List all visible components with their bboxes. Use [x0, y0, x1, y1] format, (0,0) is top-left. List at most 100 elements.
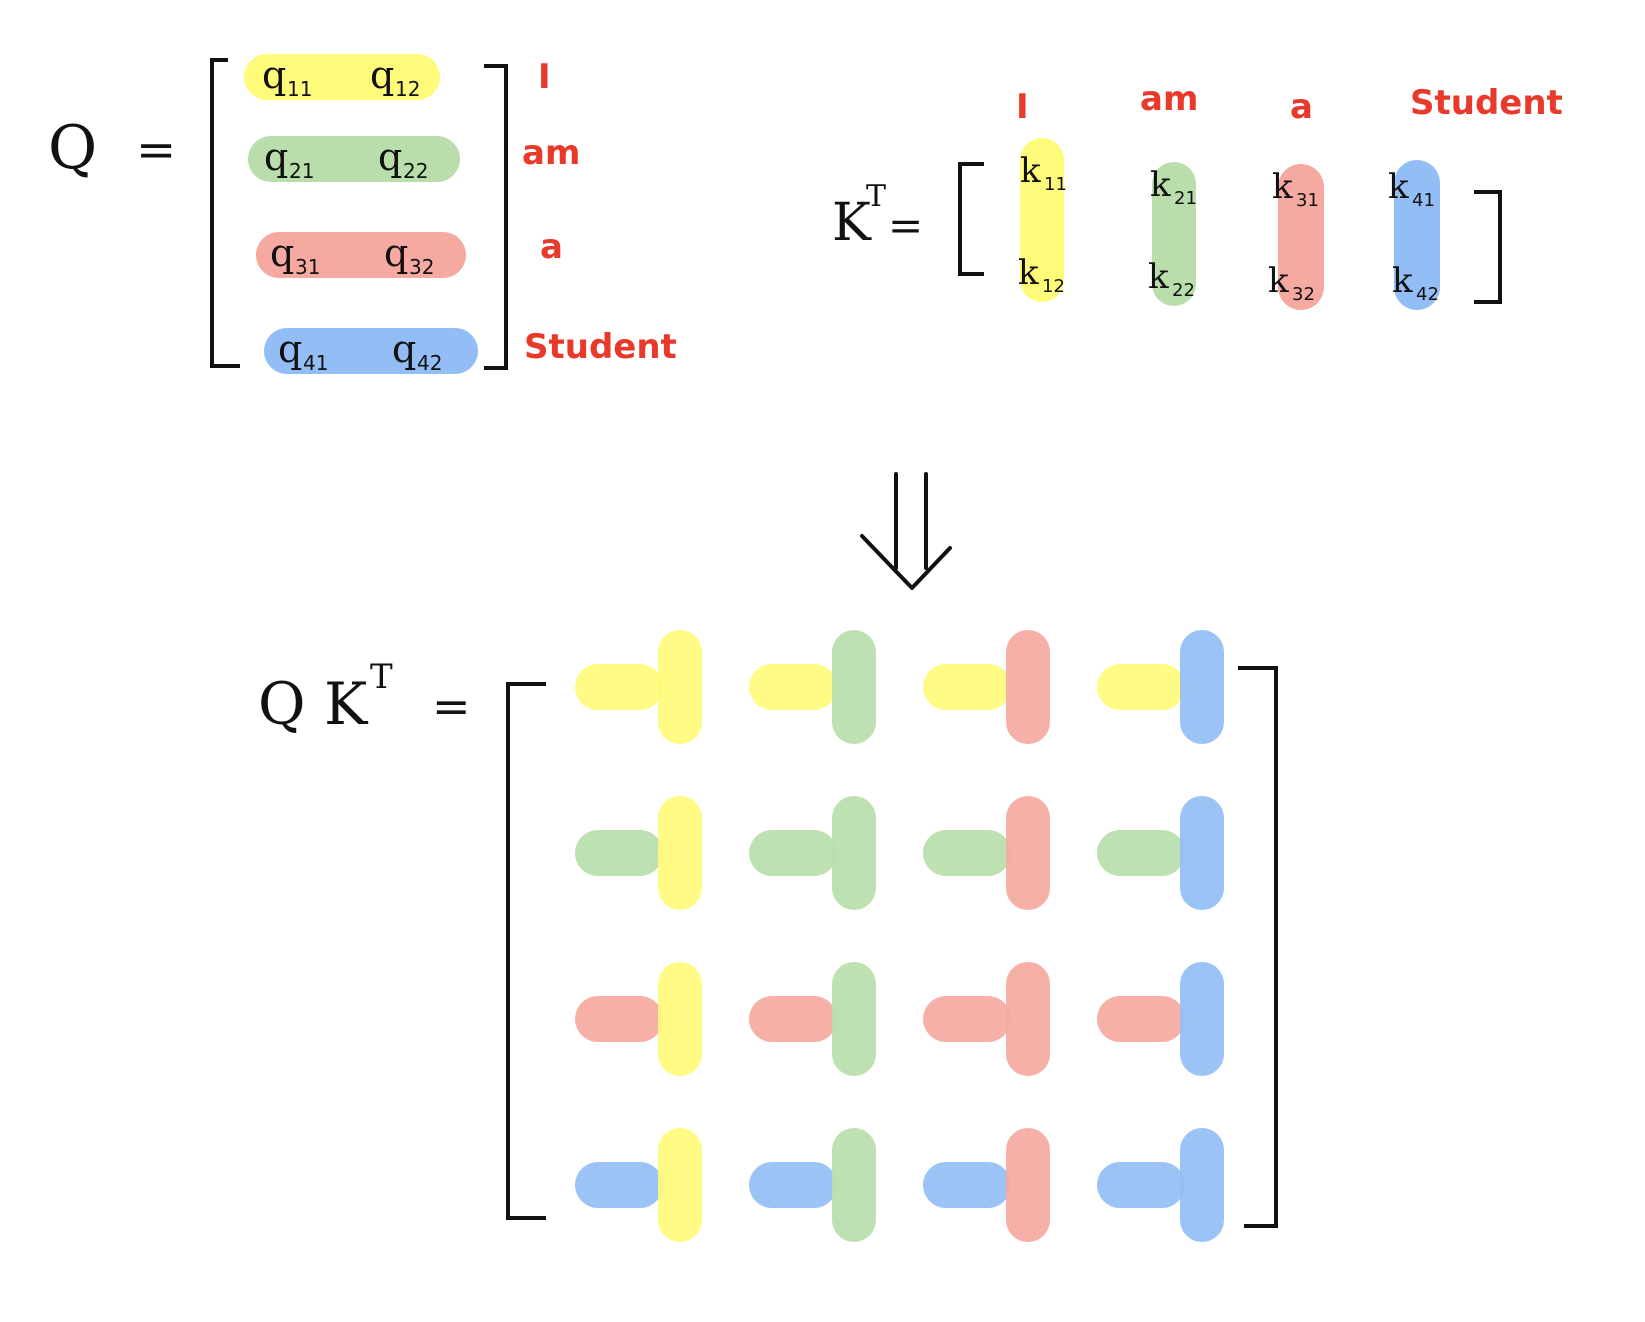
q31-base: q [270, 231, 294, 275]
kt-col-3-word: a [1290, 87, 1313, 127]
kt-superscript: T [866, 179, 886, 214]
result-symbol: Q K [258, 670, 369, 738]
result-superscript: T [370, 657, 393, 697]
k21-sub: 21 [1174, 188, 1197, 209]
result-cell-2-2 [749, 796, 876, 910]
result-cell-1-1-key-bar [658, 630, 702, 744]
k11-sub: 11 [1044, 174, 1067, 195]
kt-col-1-word: I [1016, 87, 1029, 127]
result-cell-2-1-key-bar [658, 796, 702, 910]
result-left-bracket [506, 682, 546, 1220]
result-cell-1-4-query-bar [1097, 664, 1185, 710]
q-row-2: q 21 q 22 am [248, 133, 580, 183]
result-cell-4-4-key-bar [1180, 1128, 1224, 1242]
result-cell-1-3-query-bar [923, 664, 1011, 710]
result-equals: = [432, 679, 471, 733]
q-row-4-highlight [264, 328, 478, 374]
q41-sub: 41 [303, 351, 328, 375]
k41-base: k [1388, 167, 1409, 207]
result-cell-4-4-query-bar [1097, 1162, 1185, 1208]
result-cell-4-3 [923, 1128, 1050, 1242]
result-cell-2-3 [923, 796, 1050, 910]
kt-col-2-word: am [1140, 79, 1198, 119]
result-cell-2-2-key-bar [832, 796, 876, 910]
q11-sub: 11 [287, 77, 312, 101]
result-cell-2-4-query-bar [1097, 830, 1185, 876]
result-cell-2-3-key-bar [1006, 796, 1050, 910]
q22-base: q [378, 135, 402, 179]
result-cell-4-1-key-bar [658, 1128, 702, 1242]
result-cell-3-3 [923, 962, 1050, 1076]
q22-sub: 22 [403, 159, 428, 183]
kt-col-3-highlight [1278, 164, 1324, 310]
result-cell-3-1 [575, 962, 702, 1076]
result-cell-4-2 [749, 1128, 876, 1242]
k31-sub: 31 [1296, 190, 1319, 211]
result-cell-4-1-query-bar [575, 1162, 663, 1208]
result-cell-3-4 [1097, 962, 1224, 1076]
k12-base: k [1018, 253, 1039, 293]
q-row-4-word: Student [524, 327, 677, 367]
q-row-1-highlight [244, 54, 440, 100]
k31-base: k [1272, 167, 1293, 207]
q42-base: q [392, 327, 416, 371]
result-cells [575, 630, 1224, 1242]
q-row-1: q 11 q 12 I [244, 53, 551, 101]
result-matrix: Q K T = [258, 630, 1278, 1242]
k41-sub: 41 [1412, 190, 1435, 211]
result-cell-4-3-key-bar [1006, 1128, 1050, 1242]
kt-symbol: K [832, 193, 872, 253]
result-cell-3-3-query-bar [923, 996, 1011, 1042]
k32-sub: 32 [1292, 284, 1315, 305]
result-cell-1-2-key-bar [832, 630, 876, 744]
kt-col-4-word: Student [1410, 83, 1563, 123]
k22-sub: 22 [1172, 280, 1195, 301]
kt-equals: = [888, 201, 923, 250]
q-equals: = [136, 122, 176, 178]
q-row-3-word: a [540, 227, 563, 267]
result-cell-4-4 [1097, 1128, 1224, 1242]
q-matrix: Q = q 11 q 12 I q 21 q 22 am q 31 q 32 a [48, 53, 677, 375]
kt-col-4-highlight [1394, 160, 1440, 310]
result-cell-1-1 [575, 630, 702, 744]
kt-col-4: Student k 41 k 42 [1388, 83, 1563, 310]
q-symbol: Q [48, 113, 97, 183]
kt-left-bracket [958, 162, 984, 276]
q-left-bracket [210, 58, 240, 368]
result-cell-4-3-query-bar [923, 1162, 1011, 1208]
result-cell-1-2 [749, 630, 876, 744]
result-cell-2-4 [1097, 796, 1224, 910]
result-cell-2-2-query-bar [749, 830, 837, 876]
q32-sub: 32 [409, 255, 434, 279]
q11-base: q [262, 53, 286, 97]
result-cell-3-3-key-bar [1006, 962, 1050, 1076]
result-cell-4-2-query-bar [749, 1162, 837, 1208]
result-cell-1-4 [1097, 630, 1224, 744]
result-cell-1-3 [923, 630, 1050, 744]
q12-sub: 12 [395, 77, 420, 101]
result-cell-4-2-key-bar [832, 1128, 876, 1242]
result-cell-2-3-query-bar [923, 830, 1011, 876]
k42-base: k [1392, 261, 1413, 301]
kt-matrix: K T = I k 11 k 12 am k 21 k 22 a k 31 k … [832, 79, 1563, 310]
k42-sub: 42 [1416, 284, 1439, 305]
kt-col-1: I k 11 k 12 [1016, 87, 1067, 302]
result-cell-2-1 [575, 796, 702, 910]
kt-col-2-highlight [1152, 162, 1196, 306]
result-cell-2-1-query-bar [575, 830, 663, 876]
result-cell-1-2-query-bar [749, 664, 837, 710]
q-row-2-highlight [248, 136, 460, 182]
result-cell-3-4-query-bar [1097, 996, 1185, 1042]
k21-base: k [1150, 165, 1171, 205]
q-row-1-word: I [538, 57, 551, 97]
k11-base: k [1020, 151, 1041, 191]
k22-base: k [1148, 257, 1169, 297]
q31-sub: 31 [295, 255, 320, 279]
q32-base: q [384, 231, 408, 275]
q21-sub: 21 [289, 159, 314, 183]
k12-sub: 12 [1042, 276, 1065, 297]
result-cell-1-3-key-bar [1006, 630, 1050, 744]
kt-right-bracket [1474, 190, 1502, 304]
kt-col-2: am k 21 k 22 [1140, 79, 1198, 306]
